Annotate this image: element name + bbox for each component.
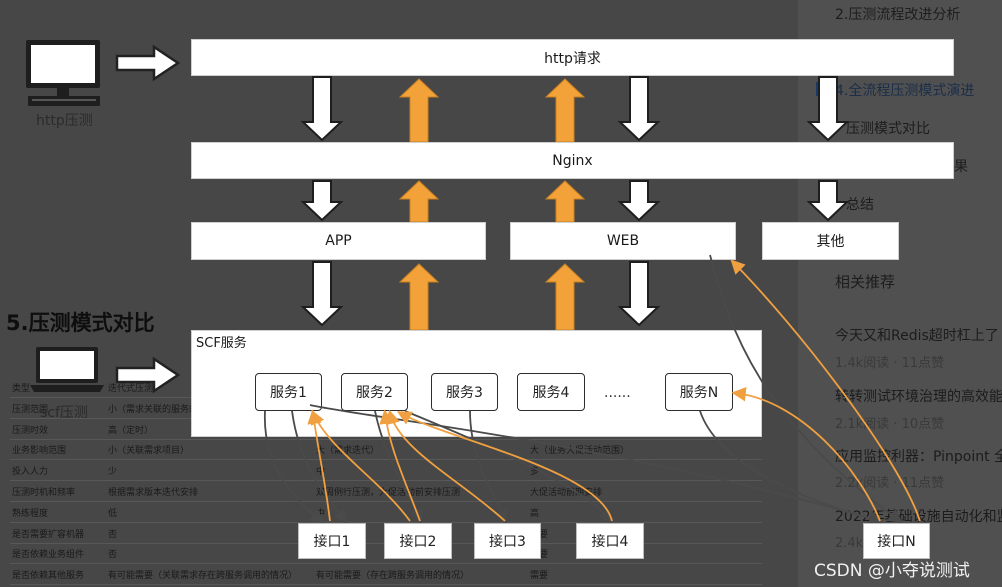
interface-3-box: 接口3 <box>474 523 541 559</box>
section-heading: 5.压测模式对比 <box>6 311 155 335</box>
table-cell: 少 <box>108 467 118 478</box>
table-cell: 否 <box>108 529 118 540</box>
arrow-right-icon <box>115 356 181 394</box>
recommend-item-title[interactable]: 今天又和Redis超时杠上了 <box>835 328 999 344</box>
interface-2-box: 接口2 <box>384 523 452 559</box>
table-cell: 多 <box>530 467 540 478</box>
scf-service-label: SCF服务 <box>196 336 247 351</box>
service-2-box: 服务2 <box>341 373 408 411</box>
csdn-watermark: CSDN @小夺说测试 <box>814 561 970 581</box>
arrow-right-icon <box>115 44 181 82</box>
services-ellipsis: ...... <box>604 385 631 401</box>
arrow-down-icon <box>806 76 850 142</box>
table-cell: 高 <box>530 508 540 519</box>
response-link <box>307 409 331 522</box>
request-link <box>291 410 348 524</box>
article-body-background <box>0 0 798 587</box>
table-cell: 是否依赖业务组件 <box>12 550 85 561</box>
service-3-box: 服务3 <box>431 373 498 411</box>
interface-n-box: 接口N <box>863 523 930 559</box>
request-link <box>699 410 884 526</box>
arrow-down-icon <box>300 261 344 327</box>
toc-item-active[interactable]: 4.全流程压测模式演进 <box>835 83 975 99</box>
table-cell: 类型 <box>12 384 31 394</box>
arrow-down-icon <box>617 180 661 222</box>
table-cell: 高（定时） <box>108 425 154 436</box>
arrow-down-icon <box>300 76 344 142</box>
table-row: 压测时效 高（定时） <box>10 420 762 440</box>
recommend-title: 相关推荐 <box>835 273 896 291</box>
toc-item[interactable]: 压测模式对比 <box>846 121 930 137</box>
nginx-box: Nginx <box>191 142 954 179</box>
request-link <box>709 254 903 524</box>
response-link <box>310 409 411 522</box>
http-request-box: http请求 <box>191 39 954 76</box>
response-link <box>385 409 506 522</box>
table-cell: 低 <box>108 508 118 519</box>
table-cell: 需要 <box>530 571 549 582</box>
laptop-icon <box>30 347 104 392</box>
interface-1-box: 接口1 <box>298 523 366 559</box>
app-box: APP <box>191 222 486 260</box>
table-cell: 有可能需要（关联需求存在跨服务调用的情况） <box>108 571 298 582</box>
table-cell: 大（需求迭代） <box>316 446 380 457</box>
request-link <box>469 410 508 525</box>
response-link <box>731 387 881 522</box>
table-row: 投入人力 少 中 多 <box>10 461 762 482</box>
request-link <box>309 404 884 525</box>
table-cell: 否 <box>108 550 118 561</box>
http-test-label: http压测 <box>36 113 93 129</box>
table-cell: 熟练程度 <box>12 508 49 519</box>
desktop-monitor-icon <box>26 40 100 106</box>
arrow-down-icon <box>300 180 344 222</box>
table-cell: 大（业务大促活动范围） <box>530 446 630 457</box>
recommend-item-title[interactable]: 应用监控利器：Pinpoint 全 <box>835 449 1002 465</box>
response-link <box>730 259 921 522</box>
table-cell: 是否依赖其他服务 <box>12 571 85 582</box>
response-link <box>396 411 613 522</box>
table-cell: 压测时效 <box>12 425 49 436</box>
arrow-down-icon <box>617 76 661 142</box>
table-cell: 小（需求关联的服务的 <box>108 404 199 415</box>
service-4-box: 服务4 <box>517 373 585 411</box>
arrow-down-icon <box>617 261 661 327</box>
table-cell: 压测范围 <box>12 404 49 415</box>
toc-active-indicator <box>816 82 819 96</box>
table-cell: 小（关联需求项目） <box>108 446 190 457</box>
table-row: 压测时机和频率 根据需求版本迭代安排 双周例行压测，大促活动前安排压测 大促活动前期安… <box>10 482 762 502</box>
request-link <box>264 410 325 524</box>
table-row: 是否依赖其他服务 有可能需要（关联需求存在跨服务调用的情况） 有可能需要（存在跨服务… <box>10 565 762 586</box>
table-cell: 是否需要扩容机器 <box>12 529 85 540</box>
table-cell: 中 <box>316 467 326 478</box>
recommend-item-title[interactable]: 转转测试环境治理的高效能 <box>835 389 1002 405</box>
other-box: 其他 <box>762 222 899 260</box>
service-n-box: 服务N <box>665 373 733 411</box>
table-cell: 压测时机和频率 <box>12 488 76 498</box>
table-cell: 大促活动前期安排 <box>530 488 603 498</box>
table-cell: 投入人力 <box>12 467 49 478</box>
response-link <box>379 409 421 522</box>
interface-4-box: 接口4 <box>576 523 644 559</box>
table-row: 业务影响范围 小（关联需求项目） 大（需求迭代） 大（业务大促活动范围） <box>10 440 762 461</box>
table-cell: 双周例行压测，大促活动前安排压测 <box>316 488 461 498</box>
service-1-box: 服务1 <box>255 373 322 411</box>
web-box: WEB <box>510 222 736 260</box>
arrow-down-icon <box>806 180 850 222</box>
recommend-item-meta: 1.4k阅读 · 11点赞 <box>835 356 945 371</box>
toc-item[interactable]: 2.压测流程改进分析 <box>835 7 961 23</box>
table-cell: 业务影响范围 <box>12 446 67 457</box>
table-cell: 根据需求版本迭代安排 <box>108 488 199 498</box>
scf-test-label: scf压测 <box>40 405 88 421</box>
table-cell: 迭代式压测 <box>108 384 154 394</box>
toc-item[interactable]: 总结 <box>846 197 874 213</box>
toc-item[interactable]: 果 <box>954 159 968 175</box>
table-cell: 有可能需要（存在跨服务调用的情况） <box>316 571 470 582</box>
